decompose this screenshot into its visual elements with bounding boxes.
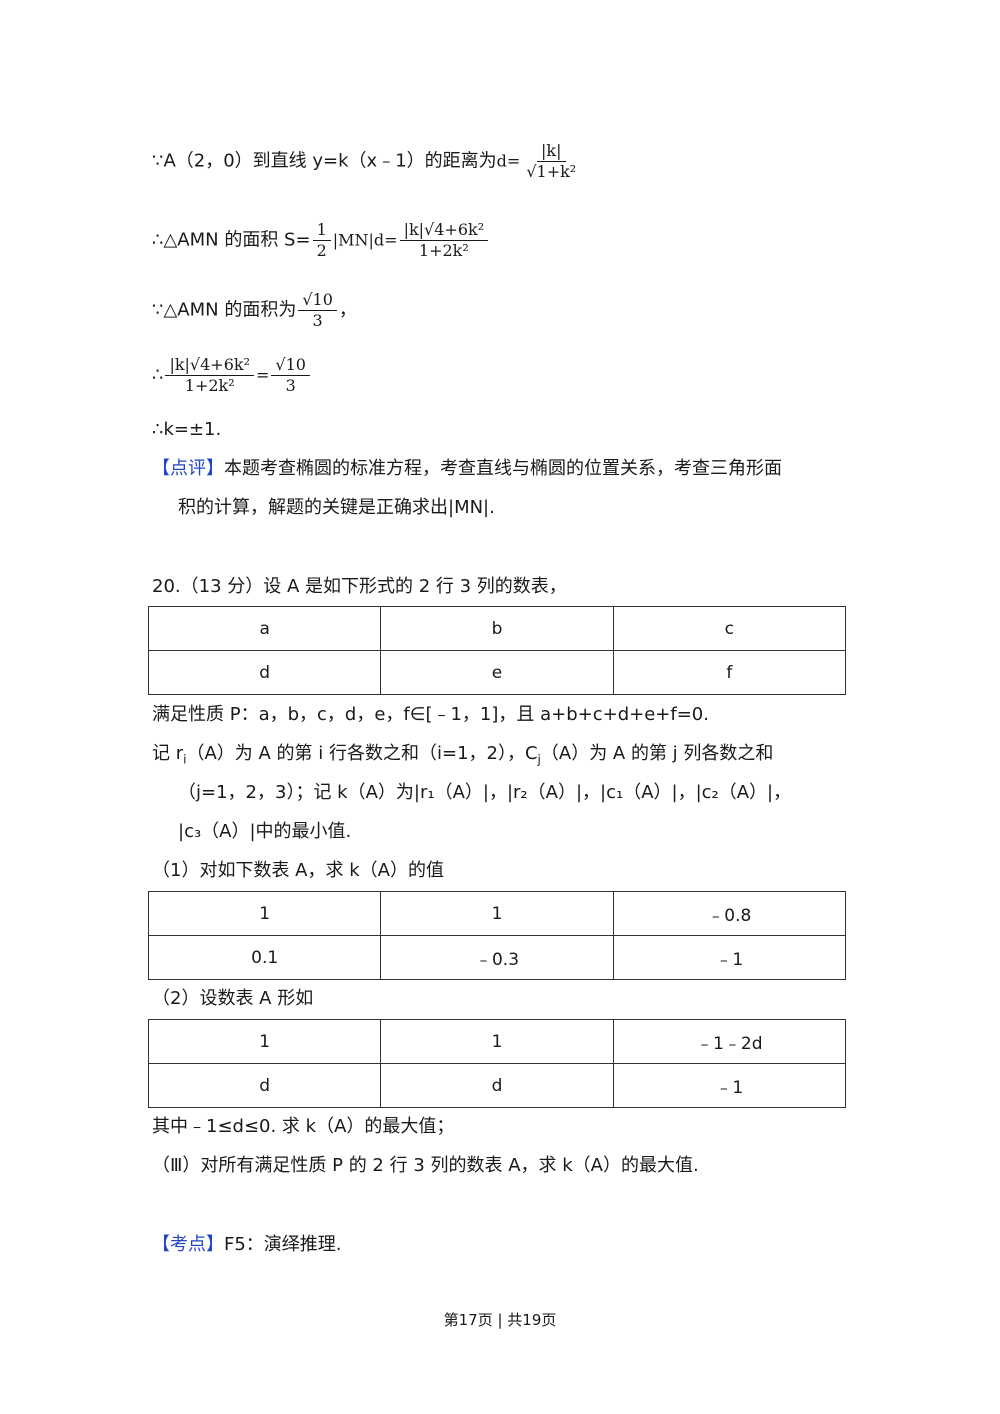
definition-line-1: 记 ri（A）为 A 的第 i 行各数之和（i=1，2），Cj（A）为 A 的第… xyxy=(152,743,774,767)
comment-line-1: 【点评】本题考查椭圆的标准方程，考查直线与椭圆的位置关系，考查三角形面 xyxy=(152,458,782,479)
kaodian-tag: 【考点】 xyxy=(152,1234,224,1255)
table-question-1: 1 1 ﹣0.8 0.1 ﹣0.3 ﹣1 xyxy=(147,891,847,980)
question-2: （2）设数表 A 形如 xyxy=(152,988,314,1009)
table-row: 1 1 ﹣1﹣2d xyxy=(147,1019,847,1064)
table-row: 1 1 ﹣0.8 xyxy=(147,891,847,936)
table-row: a b c xyxy=(147,606,847,651)
comment-line-2: 积的计算，解题的关键是正确求出|MN|. xyxy=(178,497,495,518)
question-3: （Ⅲ）对所有满足性质 P 的 2 行 3 列的数表 A，求 k（A）的最大值. xyxy=(152,1155,699,1176)
kaodian-line: 【考点】F5：演绎推理. xyxy=(152,1234,342,1255)
table-row: 0.1 ﹣0.3 ﹣1 xyxy=(147,935,847,980)
comment-tag: 【点评】 xyxy=(152,458,224,479)
problem-header: 20.（13 分）设 A 是如下形式的 2 行 3 列的数表， xyxy=(152,576,567,597)
page-footer: 第17页 | 共19页 xyxy=(443,1311,557,1329)
table-question-2: 1 1 ﹣1﹣2d d d ﹣1 xyxy=(147,1019,847,1108)
table-general: a b c d e f xyxy=(147,606,847,695)
table-row: d e f xyxy=(147,650,847,695)
question-2-condition: 其中﹣1≤d≤0. 求 k（A）的最大值； xyxy=(152,1116,455,1137)
definition-line-2: （j=1，2，3）；记 k（A）为|r₁（A）|，|r₂（A）|，|c₁（A）|… xyxy=(178,782,792,803)
solution-line-result: ∴k=±1. xyxy=(152,419,222,440)
solution-line-distance: ∵A（2，0）到直线 y=k（x﹣1）的距离为d=|k|√1+k² xyxy=(152,141,582,182)
question-1: （1）对如下数表 A，求 k（A）的值 xyxy=(152,860,444,881)
definition-line-3: |c₃（A）|中的最小值. xyxy=(178,821,352,842)
property-p: 满足性质 P：a，b，c，d，e，f∈[﹣1，1]，且 a+b+c+d+e+f=… xyxy=(152,704,709,725)
table-row: d d ﹣1 xyxy=(147,1063,847,1108)
distance-fraction: |k|√1+k² xyxy=(526,141,577,181)
